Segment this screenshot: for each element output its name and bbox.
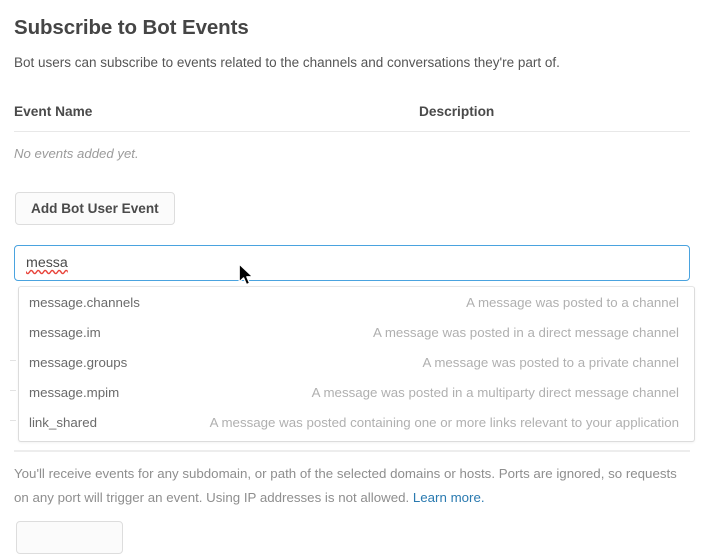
- event-search-value: messa: [26, 255, 68, 271]
- section-divider: [14, 450, 690, 452]
- event-option-message-im[interactable]: message.im A message was posted in a dir…: [19, 317, 694, 347]
- event-option-description: A message was posted in a direct message…: [372, 324, 679, 340]
- event-option-description: A message was posted in a multiparty dir…: [311, 384, 679, 400]
- event-option-message-groups[interactable]: message.groups A message was posted to a…: [19, 347, 694, 377]
- event-option-message-mpim[interactable]: message.mpim A message was posted in a m…: [19, 377, 694, 407]
- event-option-description: A message was posted to a private channe…: [422, 354, 680, 370]
- bottom-action-button[interactable]: [16, 521, 123, 554]
- event-option-link-shared[interactable]: link_shared A message was posted contain…: [19, 407, 694, 437]
- background-row-tick: [10, 390, 16, 391]
- subscribe-to-bot-events-page: Subscribe to Bot Events Bot users can su…: [10, 16, 695, 554]
- event-option-name: message.im: [29, 324, 101, 340]
- event-option-name: message.mpim: [29, 384, 120, 400]
- event-option-description: A message was posted to a channel: [466, 294, 679, 310]
- empty-state-message: No events added yet.: [14, 146, 139, 161]
- table-header-divider: [14, 131, 690, 132]
- background-row-tick: [10, 420, 16, 421]
- page-subtitle: Bot users can subscribe to events relate…: [14, 55, 560, 70]
- column-header-description: Description: [419, 104, 495, 119]
- add-bot-user-event-button[interactable]: Add Bot User Event: [15, 192, 175, 225]
- event-option-name: message.channels: [29, 294, 140, 310]
- helper-text-body: You'll receive events for any subdomain,…: [14, 466, 677, 505]
- event-search-input[interactable]: messa: [14, 245, 690, 281]
- domains-helper-text: You'll receive events for any subdomain,…: [14, 462, 690, 510]
- event-option-name: link_shared: [29, 414, 98, 430]
- column-header-event-name: Event Name: [14, 104, 93, 119]
- event-option-message-channels[interactable]: message.channels A message was posted to…: [19, 287, 694, 317]
- event-suggestions-dropdown[interactable]: message.channels A message was posted to…: [18, 286, 695, 442]
- background-row-tick: [10, 360, 16, 361]
- page-title: Subscribe to Bot Events: [14, 16, 249, 39]
- event-option-description: A message was posted containing one or m…: [209, 414, 679, 430]
- learn-more-link[interactable]: Learn more.: [412, 490, 485, 505]
- event-option-name: message.groups: [29, 354, 128, 370]
